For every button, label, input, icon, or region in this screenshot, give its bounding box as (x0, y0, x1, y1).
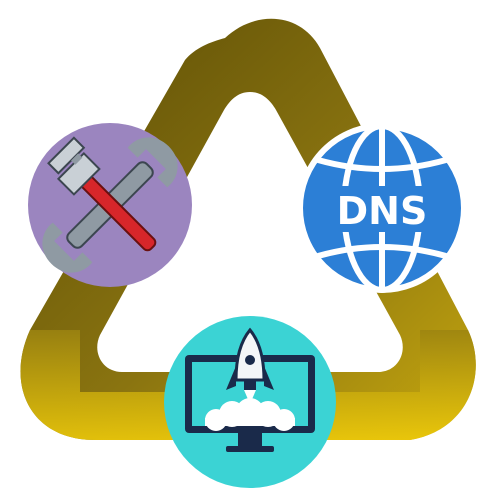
tools-icon (42, 136, 178, 273)
ring-lower-highlight (20, 330, 476, 440)
tools-node (28, 123, 192, 287)
ring-inner-hole (97, 92, 403, 372)
cycle-ring (20, 18, 476, 441)
dns-node: DNS (297, 123, 467, 293)
smoke-clouds (205, 398, 295, 431)
dns-globe-icon: DNS (297, 123, 467, 293)
dns-label: DNS (337, 189, 428, 233)
deploy-node (164, 316, 336, 488)
rocket (226, 327, 274, 404)
rocket-monitor-icon (185, 327, 315, 452)
